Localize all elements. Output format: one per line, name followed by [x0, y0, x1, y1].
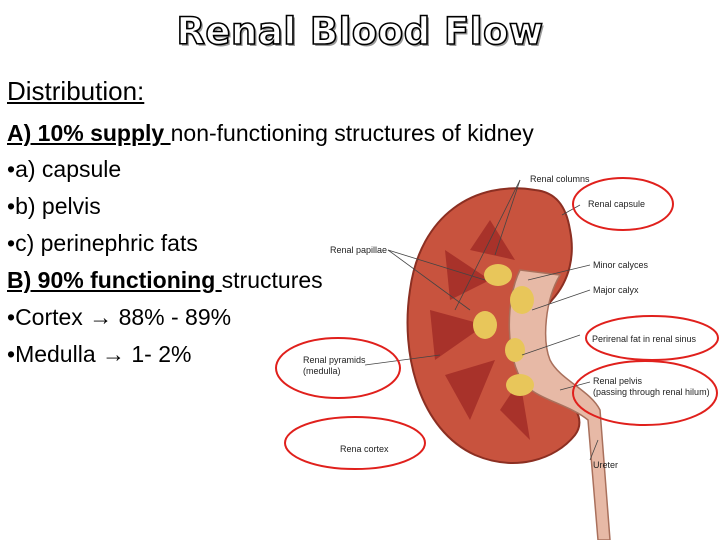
kidney-illustration: [406, 187, 611, 540]
bullet: •: [7, 304, 16, 330]
label-renal-capsule: Renal capsule: [588, 199, 645, 209]
b-item-label: Cortex → 88% - 89%: [15, 304, 232, 330]
highlight-renal-cortex: [284, 416, 426, 470]
b-item-cortex: •Cortex → 88% - 89%: [7, 304, 231, 331]
highlight-renal-pyramids: [275, 337, 401, 399]
highlight-renal-capsule: [572, 177, 674, 231]
bullet: •: [7, 230, 16, 256]
line-b-rest: structures: [221, 267, 323, 293]
a-item-capsule: •a) capsule: [7, 156, 121, 183]
highlight-renal-pelvis: [572, 360, 718, 426]
kidney-diagram: Renal columns Renal capsule Renal papill…: [275, 174, 719, 540]
bullet: •: [7, 341, 16, 367]
label-major-calyx: Major calyx: [593, 285, 639, 295]
b-item-label: Medulla → 1- 2%: [15, 341, 192, 367]
a-item-label: c) perinephric fats: [15, 230, 198, 256]
label-renal-cortex: Rena cortex: [340, 444, 389, 454]
a-item-label: a) capsule: [15, 156, 122, 182]
a-item-label: b) pelvis: [15, 193, 101, 219]
line-b: B) 90% functioning structures: [7, 267, 323, 294]
label-perirenal-fat: Perirenal fat in renal sinus: [592, 334, 697, 344]
line-a-rest: non-functioning structures of kidney: [170, 120, 534, 146]
distribution-heading: Distribution:: [7, 76, 145, 106]
slide-title: Renal Blood Flow: [176, 9, 544, 54]
label-renal-pyramids: Renal pyramids: [303, 355, 366, 365]
bullet: •: [7, 193, 16, 219]
label-renal-columns: Renal columns: [530, 174, 590, 184]
label-renal-pyramids-sub: (medulla): [303, 366, 341, 376]
b-item-medulla: •Medulla → 1- 2%: [7, 341, 191, 368]
label-ureter: Ureter: [593, 460, 618, 470]
label-minor-calyces: Minor calyces: [593, 260, 649, 270]
a-item-fats: •c) perinephric fats: [7, 230, 198, 257]
label-renal-papillae: Renal papillae: [330, 245, 387, 255]
label-renal-pelvis-sub: (passing through renal hilum): [593, 387, 710, 397]
line-a: A) 10% supply non-functioning structures…: [7, 120, 534, 147]
line-b-prefix: B) 90% functioning: [7, 267, 222, 293]
bullet: •: [7, 156, 16, 182]
highlight-perirenal-fat: [585, 315, 719, 361]
label-renal-pelvis: Renal pelvis: [593, 376, 643, 386]
line-a-prefix: A) 10% supply: [7, 120, 171, 146]
a-item-pelvis: •b) pelvis: [7, 193, 101, 220]
